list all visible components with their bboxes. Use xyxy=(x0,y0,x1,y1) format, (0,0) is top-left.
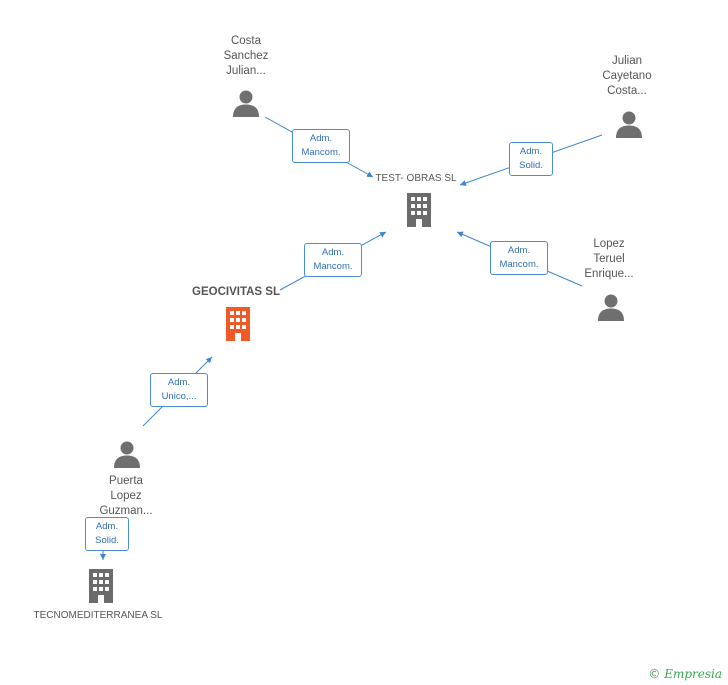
copyright-symbol: © xyxy=(648,667,661,681)
relation-badge[interactable]: Adm.Mancom. xyxy=(304,243,362,277)
company-label-tecnomediterranea[interactable]: TECNOMEDITERRANEA SL xyxy=(33,610,163,621)
person-icon[interactable] xyxy=(232,89,260,117)
relation-badge[interactable]: Adm.Solid. xyxy=(509,142,553,176)
building-icon[interactable] xyxy=(222,307,254,341)
person-icon[interactable] xyxy=(113,440,141,468)
building-icon[interactable] xyxy=(403,193,435,227)
relation-badge[interactable]: Adm.Mancom. xyxy=(490,241,548,275)
building-icon[interactable] xyxy=(85,569,117,603)
relation-badge[interactable]: Adm.Mancom. xyxy=(292,129,350,163)
person-icon[interactable] xyxy=(615,110,643,138)
relation-badge[interactable]: Adm.Solid. xyxy=(85,517,129,551)
brand-logo: ©Empresia xyxy=(648,667,722,681)
brand-name: Empresia xyxy=(664,667,722,681)
person-icon[interactable] xyxy=(597,293,625,321)
company-label-geocivitas[interactable]: GEOCIVITAS SL xyxy=(192,286,280,298)
relation-badge[interactable]: Adm.Unico,... xyxy=(150,373,208,407)
company-label-test-obras[interactable]: TEST- OBRAS SL xyxy=(375,173,457,184)
